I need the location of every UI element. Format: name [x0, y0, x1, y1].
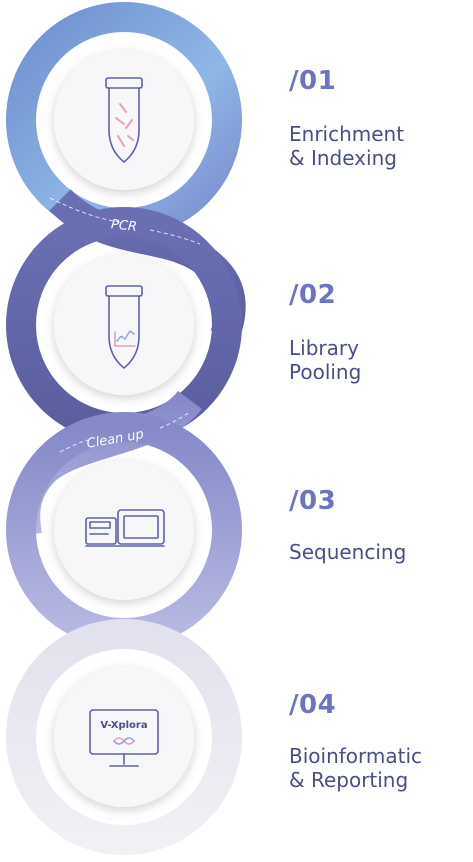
step-3-title: Sequencing: [289, 540, 407, 564]
test-tube-icon: [105, 77, 143, 163]
step-4-badge: [54, 667, 194, 807]
step-1-title: Enrichment & Indexing: [289, 122, 405, 170]
monitor-icon: [89, 709, 159, 767]
step-4-ring: [6, 619, 242, 855]
step-4-number: /04: [289, 690, 337, 720]
test-tube-graph-icon: [105, 285, 143, 369]
sequencer-machine-icon: [85, 509, 165, 547]
step-2-number: /02: [289, 280, 337, 310]
monitor-brand-label: V-Xplora: [100, 720, 147, 731]
step-1-badge: [54, 50, 194, 190]
step-3-number: /03: [289, 486, 337, 516]
step-4-title: Bioinformatic & Reporting: [289, 744, 423, 792]
pcr-label: PCR: [110, 217, 137, 235]
step-2-title: Library Pooling: [289, 336, 362, 384]
step-2-badge: [54, 255, 194, 395]
step-1-number: /01: [289, 66, 337, 96]
